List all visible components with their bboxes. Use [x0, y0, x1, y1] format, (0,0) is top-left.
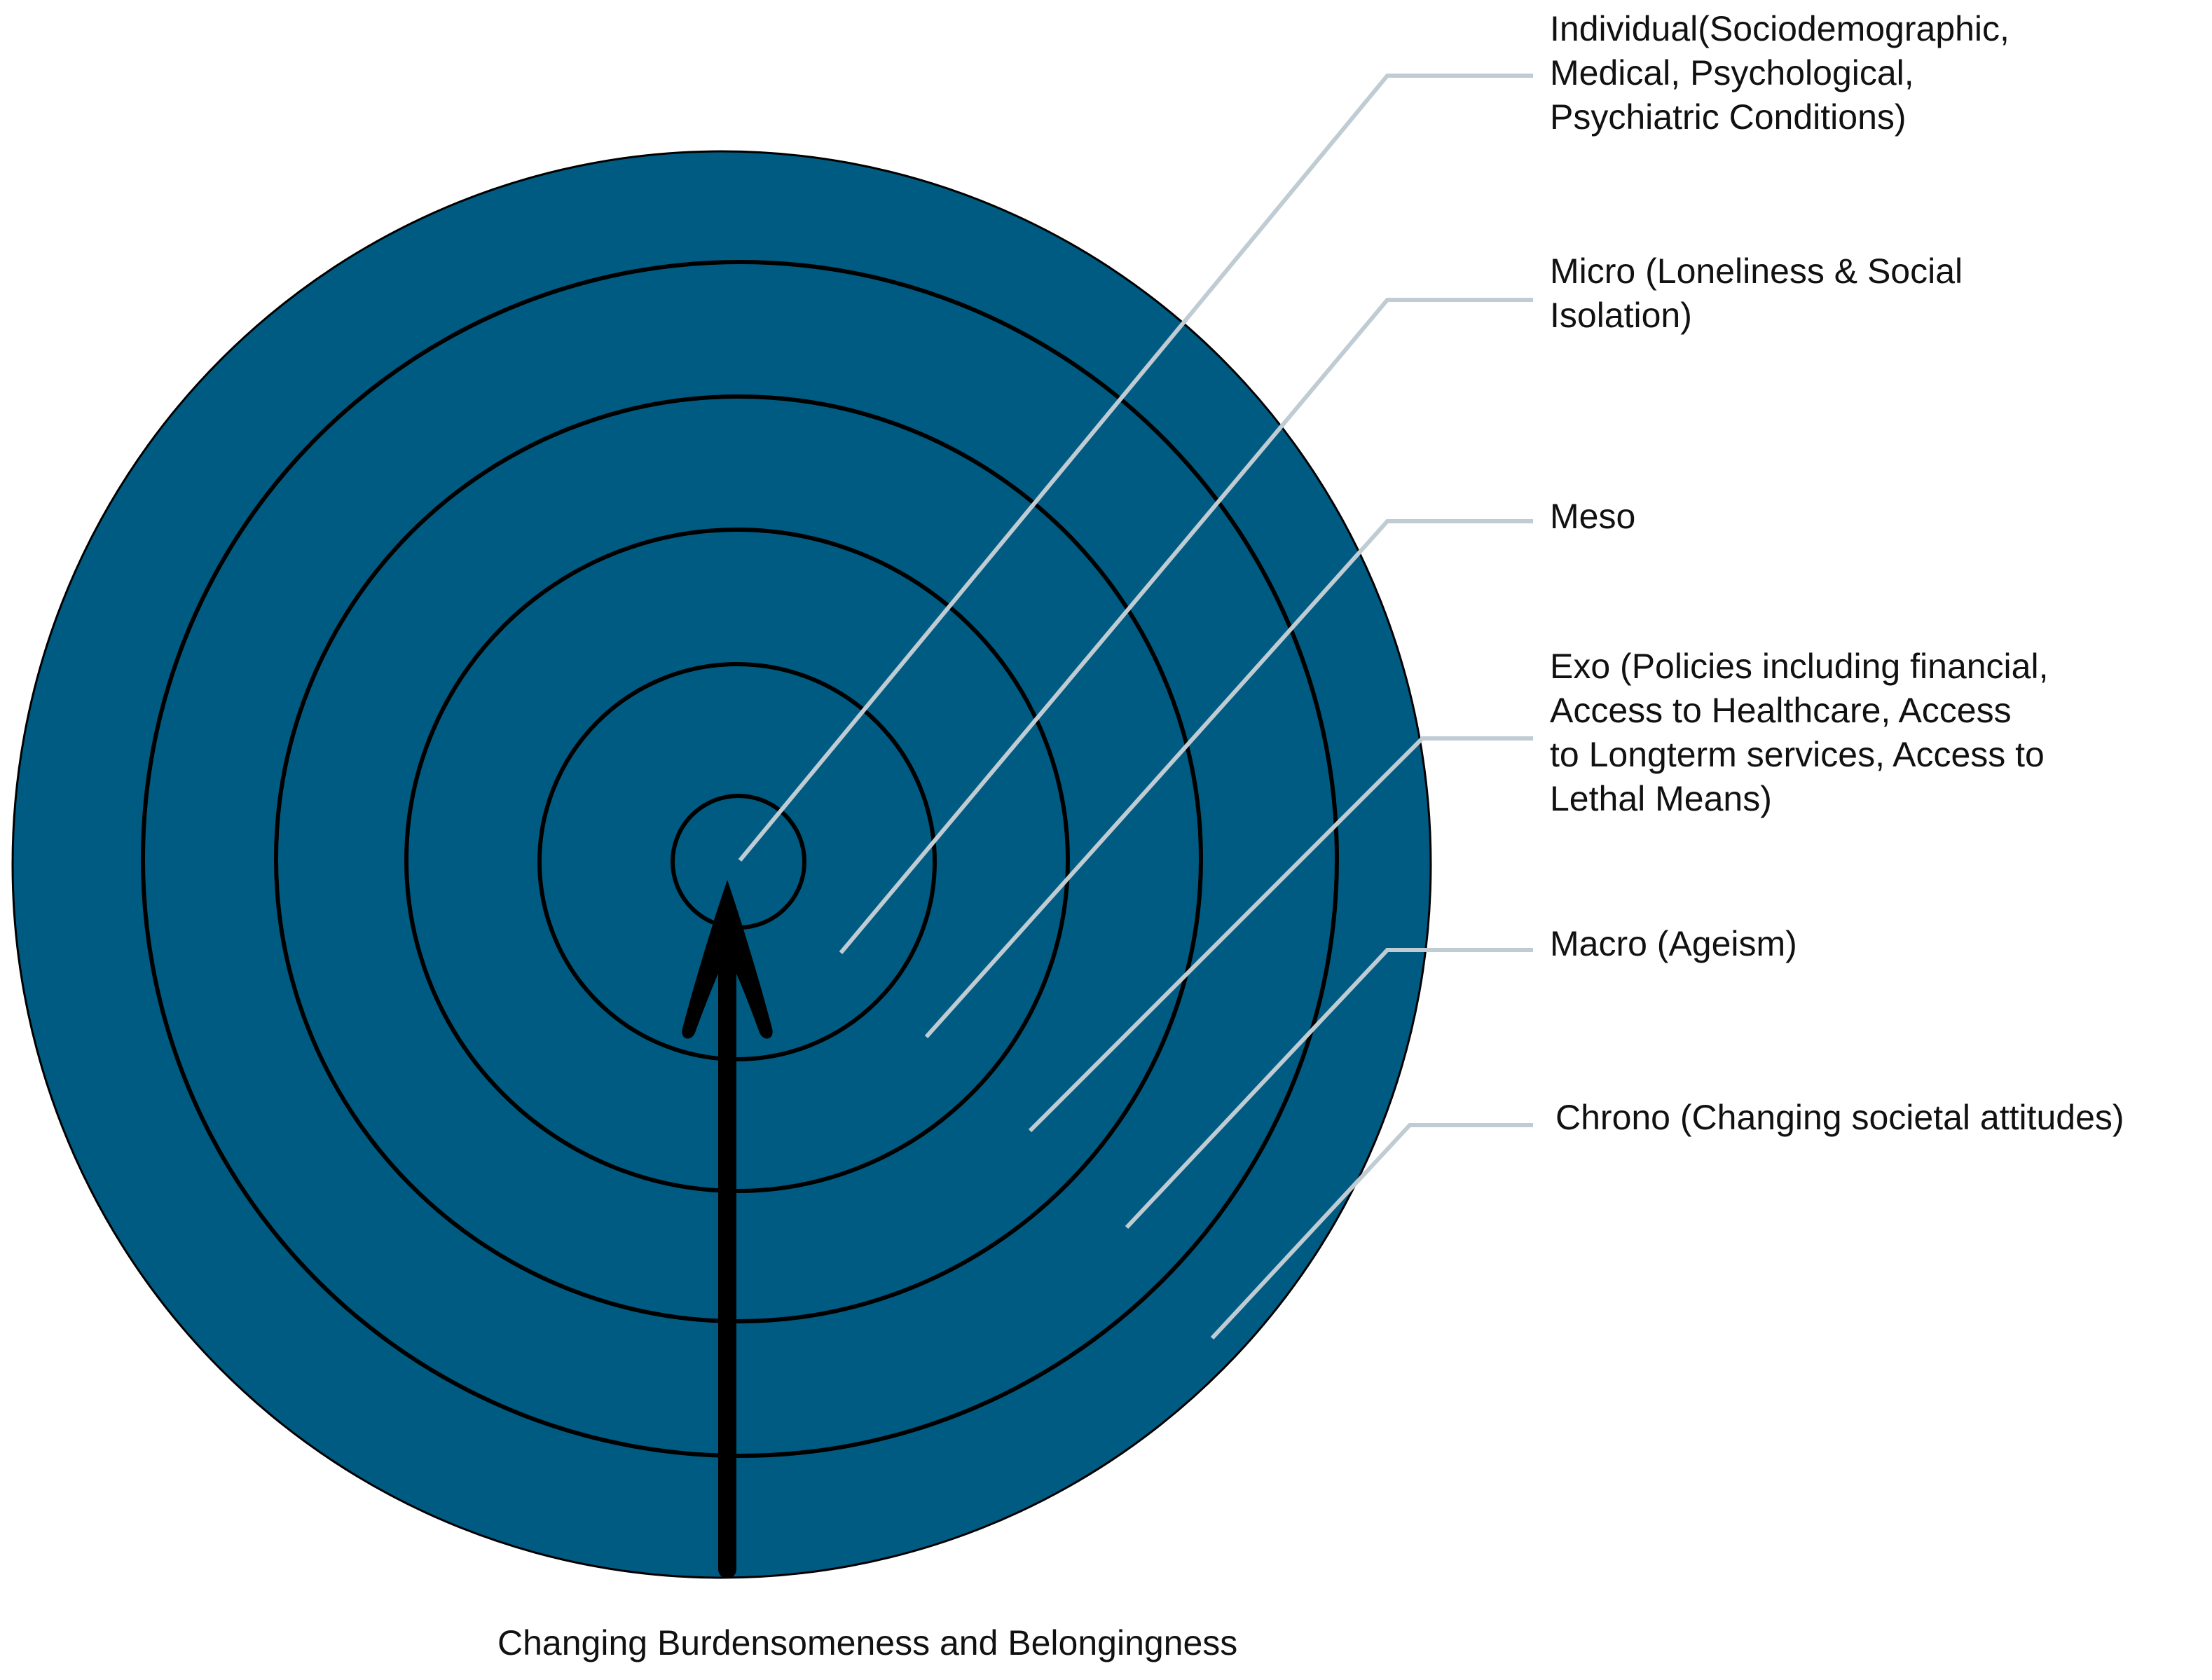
label-meso: Meso: [1550, 497, 1636, 536]
arrow-head: [682, 880, 773, 1039]
ring-meso: [404, 528, 1070, 1193]
ring-exo: [274, 394, 1203, 1323]
rings-layer: [11, 150, 1432, 1579]
ring-micro: [537, 662, 937, 1061]
upward-arrow: [682, 880, 773, 1578]
leader-line-chrono: [1210, 1123, 1533, 1340]
ring-chrono: [11, 150, 1432, 1579]
label-individual: Individual(Sociodemographic, Medical, Ps…: [1550, 9, 2010, 137]
leader-line-exo: [1028, 736, 1533, 1133]
arrow-caption: Changing Burdensomeness and Belongingnes…: [497, 1623, 1238, 1662]
leader-line-individual: [738, 74, 1533, 862]
leader-line-micro: [839, 298, 1533, 954]
label-exo: Exo (Policies including financial, Acces…: [1550, 647, 2049, 818]
label-chrono: Chrono (Changing societal attitudes): [1555, 1098, 2124, 1137]
leader-line-meso: [924, 519, 1533, 1038]
leader-line-macro: [1125, 948, 1533, 1230]
leader-lines-layer: [738, 74, 1533, 1340]
label-micro: Micro (Loneliness & Social Isolation): [1550, 252, 1963, 335]
ring-macro: [141, 260, 1339, 1458]
label-macro: Macro (Ageism): [1550, 924, 1797, 963]
